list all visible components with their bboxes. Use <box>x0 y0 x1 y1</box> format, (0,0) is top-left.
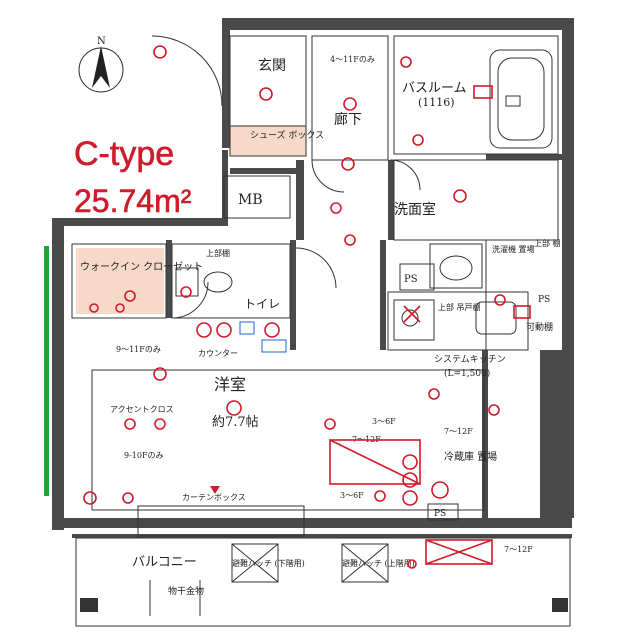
ps-label-1: PS <box>404 274 418 285</box>
washbasin <box>429 243 483 289</box>
washer-label: 洗濯機 置場 <box>492 244 535 254</box>
clothes-hanger-label: 物干金物 <box>168 585 204 597</box>
green-marker <box>44 246 49 496</box>
note-4-11f: 4～11Fのみ <box>330 55 375 64</box>
ps-label-2: PS <box>538 295 550 305</box>
shoe-box <box>229 125 307 157</box>
western-room-size-label: 約7.7帖 <box>212 415 259 430</box>
note-curtain-box: カーテンボックス <box>182 493 246 502</box>
evac-hatches <box>231 543 389 583</box>
storage-label: 上部 棚 <box>534 238 561 248</box>
note-3-6f-b: 3～6F <box>340 491 364 500</box>
closet-floor <box>76 248 164 314</box>
note-7-12f-b: 7～12F <box>444 427 473 436</box>
corridor-label: 廊下 <box>334 111 362 128</box>
bathtub <box>489 49 553 149</box>
walls <box>52 18 574 538</box>
note-counter: カウンター <box>198 349 238 358</box>
doors <box>151 35 421 319</box>
mb-label: MB <box>238 192 263 208</box>
kitchen-size-label: (L=1,500) <box>444 368 490 379</box>
movable-shelf-label: 可動棚 <box>526 321 553 333</box>
compass-label: N <box>97 36 106 47</box>
note-7-12f-c: 7～12F <box>504 545 533 554</box>
note-accent-cloth: アクセントクロス <box>110 405 174 414</box>
internal-lines <box>71 35 571 627</box>
area-label: 25.74m² <box>74 183 192 219</box>
shoe-box-label: シューズ ボックス <box>250 129 324 141</box>
upper-cabinet-label: 上部 吊戸棚 <box>438 302 481 312</box>
note-9-10f: 9-10Fのみ <box>124 451 164 460</box>
entrance-label: 玄関 <box>258 57 286 74</box>
electrical-fixtures <box>83 45 531 569</box>
toilet-label: トイレ <box>244 297 280 311</box>
blue-markers <box>239 321 287 353</box>
mb-box <box>223 175 291 219</box>
bathroom-size-label: (1116) <box>418 96 455 109</box>
note-upper-shelf: 上部棚 <box>206 248 230 258</box>
evac-hatch-2-label: 避難ハッチ (上階用) <box>342 558 415 568</box>
system-kitchen-label: システムキッチン <box>434 354 506 365</box>
western-room-label: 洋室 <box>214 375 246 394</box>
evac-hatch-1-label: 避難ハッチ (下階用) <box>232 558 305 568</box>
ps-label-3: PS <box>434 509 446 519</box>
toilet-fixture <box>175 267 233 297</box>
note-9-11f: 9～11Fのみ <box>116 345 161 354</box>
washroom-label: 洗面室 <box>394 201 436 218</box>
type-label: C-type <box>74 135 174 173</box>
compass-icon: N <box>78 36 124 93</box>
note-3-6f-a: 3～6F <box>372 417 396 426</box>
refrigerator-label: 冷蔵庫 置場 <box>444 450 497 463</box>
balcony-rails <box>80 580 568 616</box>
curtain-marker <box>210 486 220 494</box>
walk-in-closet-label: ウォークイン クローゼット <box>80 261 203 273</box>
bathroom-label: バスルーム <box>402 81 467 96</box>
balcony-label: バルコニー <box>132 555 197 570</box>
